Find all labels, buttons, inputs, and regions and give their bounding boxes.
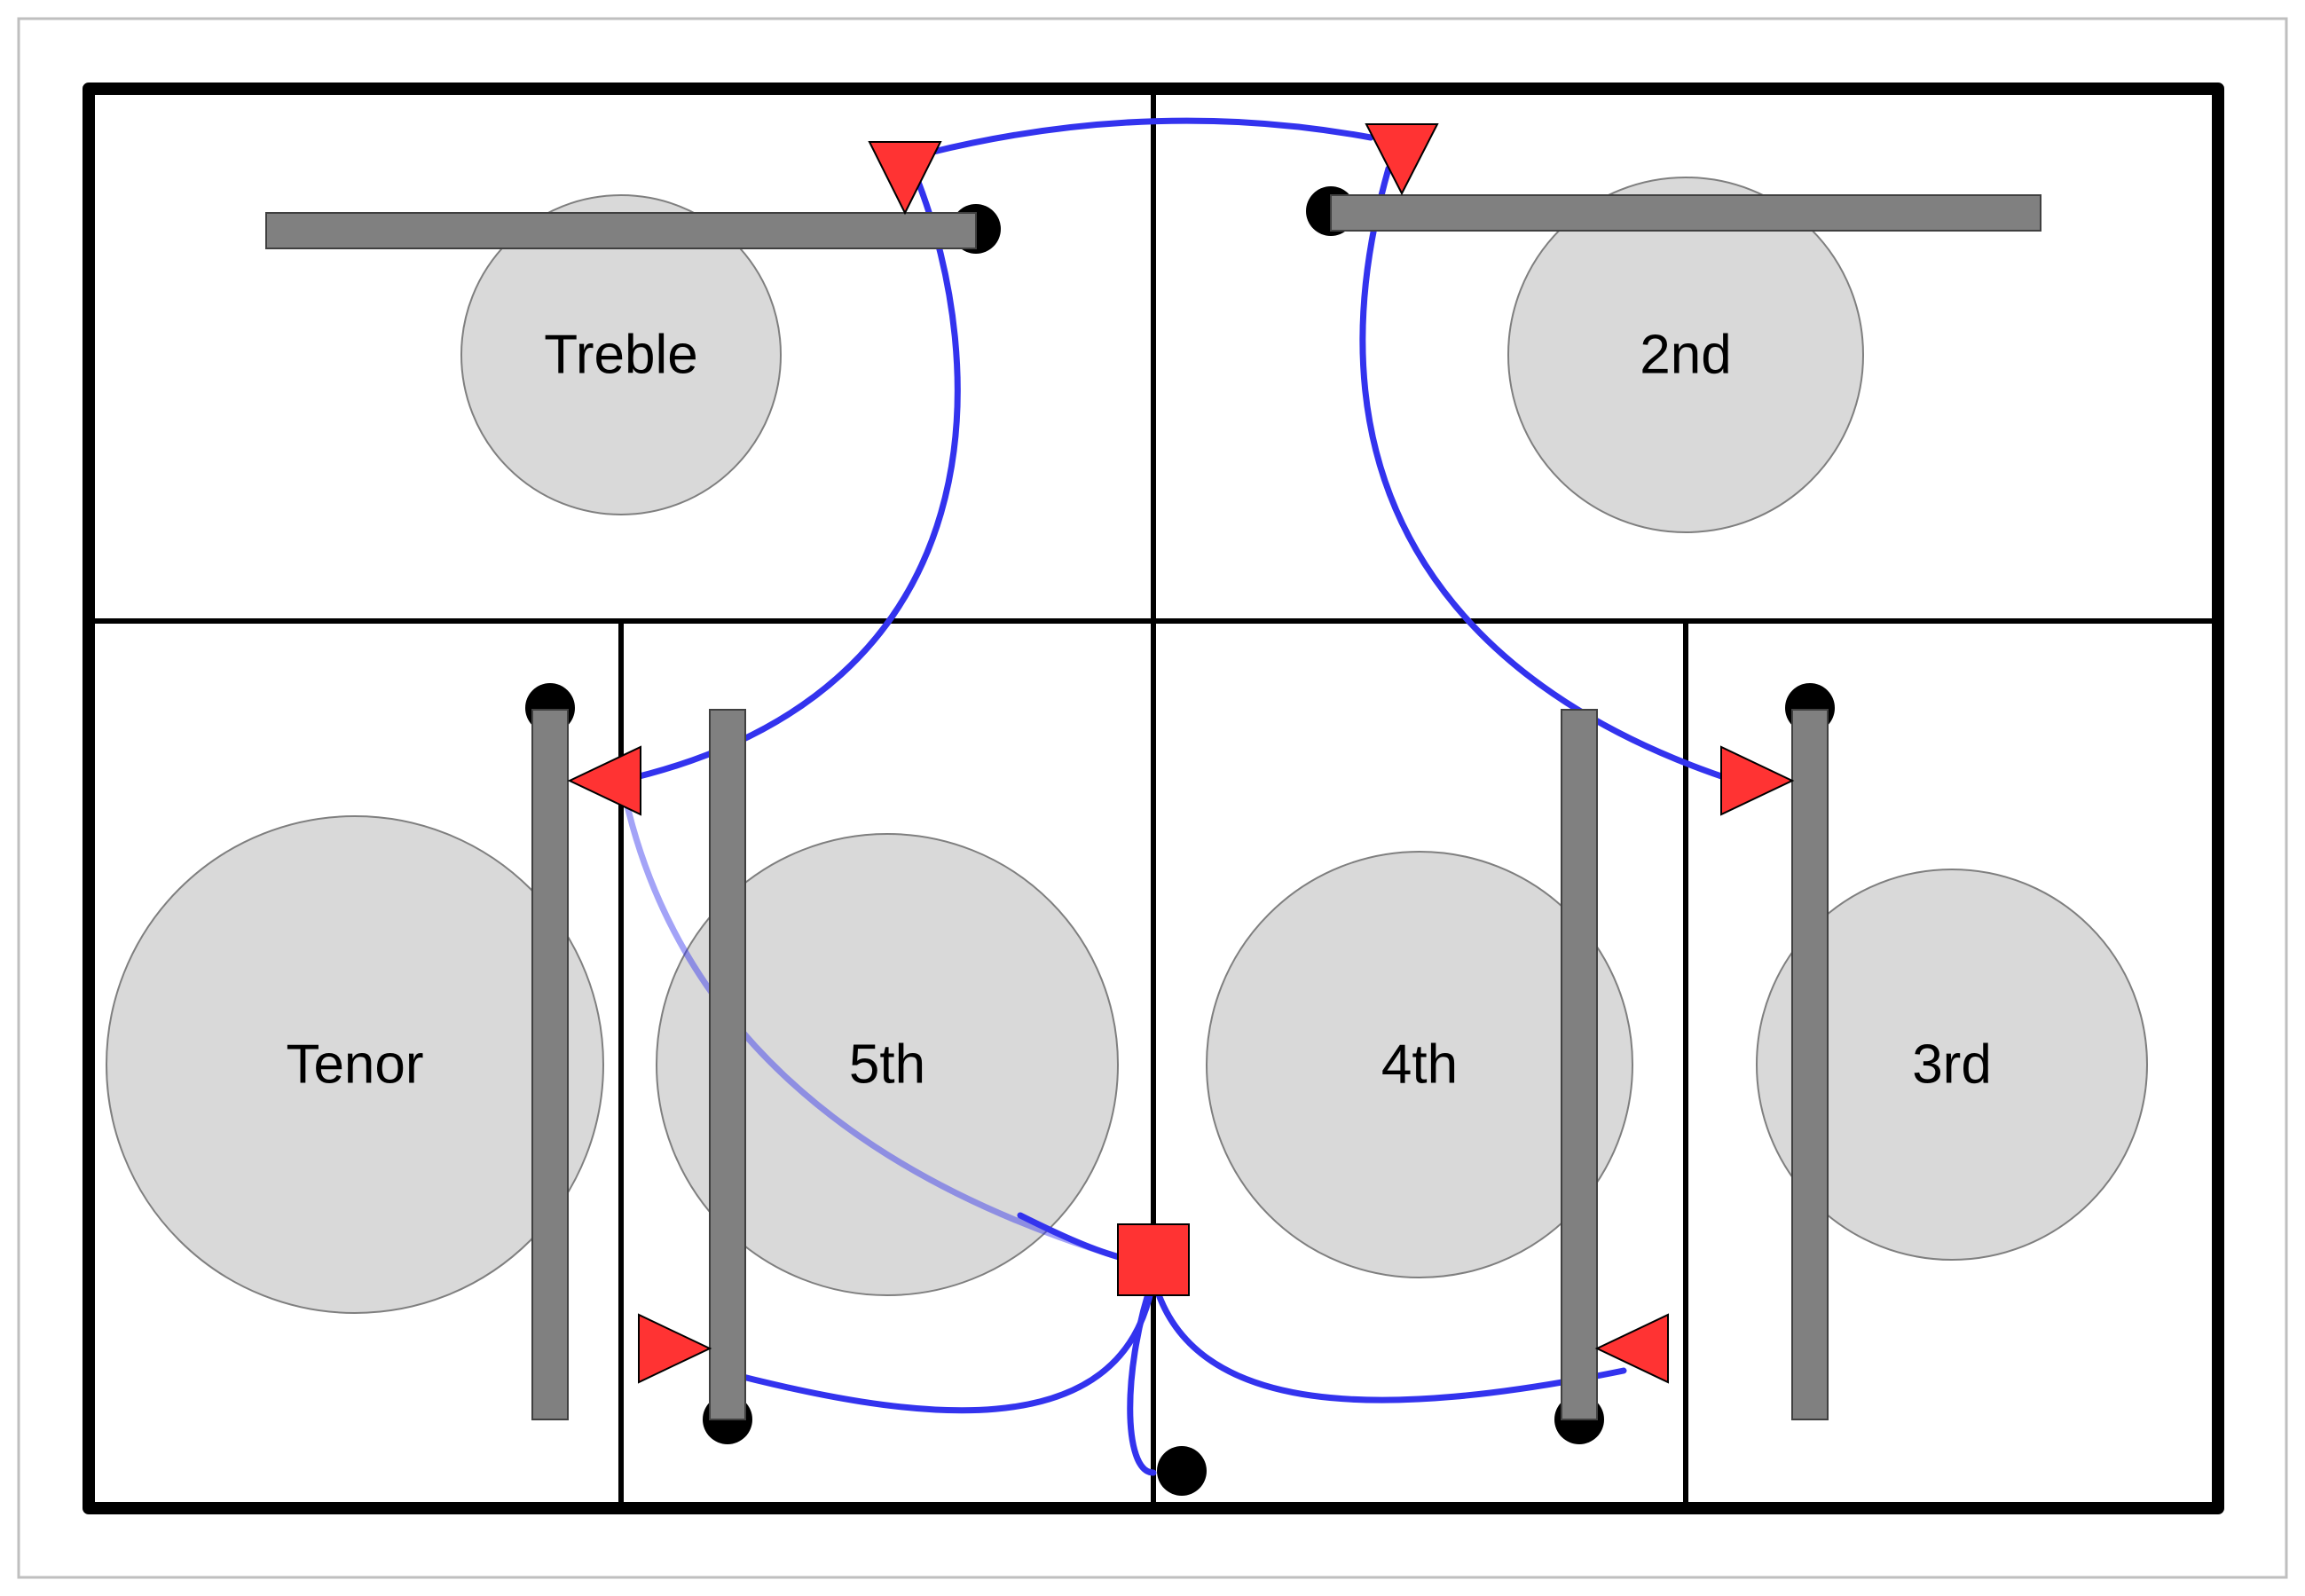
marker-treble-triangle — [868, 141, 942, 216]
bell-label-3rd: 3rd — [1912, 1034, 1992, 1096]
marker-3rd-triangle — [1720, 745, 1795, 816]
beam-5th — [709, 709, 746, 1420]
marker-5th-triangle — [638, 1313, 712, 1384]
marker-tenor-triangle — [567, 745, 641, 816]
beam-2nd — [1330, 194, 2041, 232]
bell-label-5th: 5th — [849, 1034, 925, 1096]
rope-path-tenor-box — [622, 795, 1126, 1262]
bell-label-treble: Treble — [544, 325, 697, 386]
beams — [265, 194, 2041, 1420]
bell-label-2nd: 2nd — [1640, 325, 1731, 386]
marker-4th-triangle — [1594, 1313, 1669, 1384]
bell-2nd — [1507, 177, 1864, 533]
bell-4th — [1206, 851, 1633, 1278]
beam-tenor — [531, 709, 569, 1420]
markers — [567, 123, 1795, 1384]
rope-paths — [618, 117, 1738, 1476]
marker-centre-square — [1117, 1223, 1190, 1296]
bell-5th — [656, 833, 1119, 1296]
rope-path-tenor-box-lower — [1017, 1212, 1126, 1262]
beam-3rd — [1791, 709, 1829, 1420]
rope-path-2nd-3rd — [1359, 165, 1738, 784]
bell-label-4th: 4th — [1381, 1034, 1458, 1096]
marker-2nd-triangle — [1365, 123, 1439, 196]
beam-4th — [1561, 709, 1598, 1420]
rope-path-treble-2nd — [926, 117, 1374, 156]
rope-path-5th-box — [715, 1274, 1157, 1414]
beam-treble — [265, 212, 977, 249]
rope-path-treble-tenor — [618, 178, 961, 784]
rope-path-box-pivot — [1127, 1274, 1157, 1476]
bell-treble — [460, 194, 782, 515]
rope-path-box-4th — [1150, 1274, 1627, 1403]
bell-tenor — [106, 815, 604, 1314]
bell-3rd — [1756, 869, 2148, 1261]
bell-label-tenor: Tenor — [286, 1034, 423, 1096]
frame-outer — [83, 83, 2224, 1514]
pivot-centre — [1157, 1446, 1207, 1496]
